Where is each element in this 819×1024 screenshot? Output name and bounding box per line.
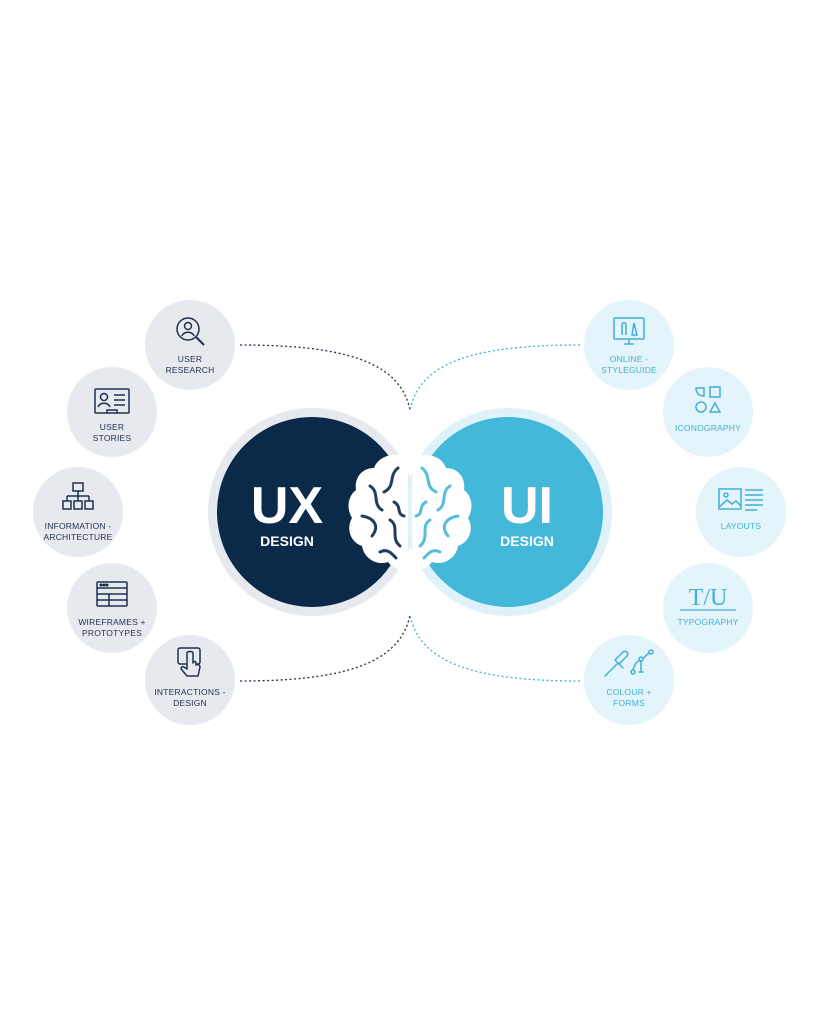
center-venn: UX DESIGN UI DESIGN <box>208 408 612 616</box>
node-wireframes-prototypes-line1: WIREFRAMES + <box>78 617 145 627</box>
ux-circle <box>217 417 407 607</box>
connector-ui-top <box>409 344 581 411</box>
connector-ux-top <box>239 344 411 411</box>
shapes-icon <box>695 386 722 413</box>
browser-window-icon <box>96 581 128 607</box>
ui-nodes: ONLINE - STYLEGUIDE ICONOGRAPHY <box>584 300 786 725</box>
magnifier-user-icon <box>176 317 205 346</box>
node-layouts[interactable]: LAYOUTS <box>696 467 786 557</box>
connector-ui-bottom <box>409 614 581 682</box>
pipette-bezier-icon <box>604 649 654 677</box>
ui-subtitle: DESIGN <box>500 533 554 549</box>
node-user-stories-line2: STORIES <box>93 433 132 443</box>
node-iconography-line1: ICONOGRAPHY <box>675 423 741 433</box>
ui-title: UI <box>501 477 553 535</box>
node-wireframes-prototypes-line2: PROTOTYPES <box>82 628 142 638</box>
node-layouts-line1: LAYOUTS <box>721 521 762 531</box>
ux-title: UX <box>251 477 324 535</box>
id-card-icon <box>94 388 130 414</box>
monitor-pen-icon <box>613 317 645 345</box>
node-information-architecture-line2: ARCHITECTURE <box>44 532 113 542</box>
ui-circle <box>413 417 603 607</box>
image-text-layout-icon <box>718 488 763 511</box>
sitemap-icon <box>62 482 94 510</box>
connector-ux-bottom <box>239 614 411 682</box>
node-online-styleguide[interactable]: ONLINE - STYLEGUIDE <box>584 300 674 390</box>
node-user-stories[interactable]: USER STORIES <box>67 367 157 457</box>
node-colour-forms-line1: COLOUR + <box>606 687 651 697</box>
node-user-research[interactable]: USER RESEARCH <box>145 300 235 390</box>
tap-hand-icon <box>177 647 201 677</box>
node-wireframes-prototypes[interactable]: WIREFRAMES + PROTOTYPES <box>67 563 157 653</box>
node-user-research-line2: RESEARCH <box>166 365 215 375</box>
ux-subtitle: DESIGN <box>260 533 314 549</box>
type-letters-icon: T/U <box>689 585 728 611</box>
node-information-architecture-line1: INFORMATION - <box>45 521 112 531</box>
node-colour-forms-line2: FORMS <box>613 698 645 708</box>
ux-nodes: USER RESEARCH USER STORIES <box>33 300 235 725</box>
node-iconography[interactable]: ICONOGRAPHY <box>663 367 753 457</box>
node-colour-forms[interactable]: COLOUR + FORMS <box>584 635 674 725</box>
node-user-stories-line1: USER <box>100 422 124 432</box>
brain-icon <box>348 455 472 570</box>
node-typography-line1: TYPOGRAPHY <box>677 617 738 627</box>
node-online-styleguide-line2: STYLEGUIDE <box>601 365 657 375</box>
node-user-research-line1: USER <box>178 354 202 364</box>
node-interactions-design-line1: INTERACTIONS - <box>154 687 225 697</box>
node-interactions-design[interactable]: INTERACTIONS - DESIGN <box>145 635 235 725</box>
node-online-styleguide-line1: ONLINE - <box>610 354 648 364</box>
node-typography[interactable]: T/U TYPOGRAPHY <box>663 563 753 653</box>
node-information-architecture[interactable]: INFORMATION - ARCHITECTURE <box>33 467 123 557</box>
node-interactions-design-line2: DESIGN <box>173 698 207 708</box>
